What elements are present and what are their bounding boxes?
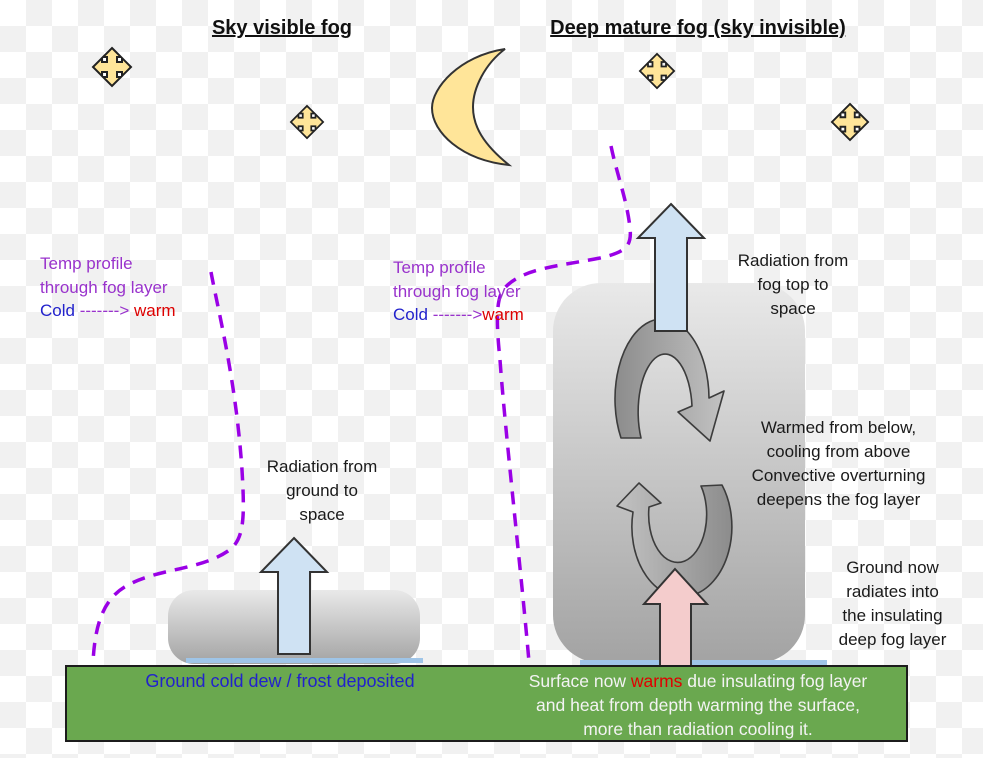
title-deep-mature-fog: Deep mature fog (sky invisible) [550, 17, 846, 39]
label-line: Warmed from below, [760, 418, 917, 437]
temp-profile-right-line2: through fog layer [393, 281, 521, 301]
temp-profile-left-line1: Temp profile [40, 254, 133, 273]
label-line: ground to [286, 481, 358, 500]
temp-profile-text-left: Temp profile through fog layer Cold ----… [40, 252, 250, 323]
surface-caption-line2: and heat from depth warming the surface, [536, 695, 860, 715]
label-line: deepens the fog layer [756, 490, 921, 509]
surface-line1-pre: Surface now [528, 671, 631, 691]
label-line: the insulating [842, 606, 943, 625]
label-line: space [299, 505, 345, 524]
label-line: Radiation from [737, 251, 849, 270]
cold-label-left: Cold [40, 301, 75, 320]
ground-bar [65, 665, 908, 742]
label-line: Ground now [846, 558, 939, 577]
cold-label-right: Cold [393, 305, 428, 324]
convection-arch-up-arrow [616, 482, 733, 598]
crescent-moon-icon [430, 48, 513, 167]
surface-warms-caption: Surface now warms due insulating fog lay… [492, 669, 904, 741]
label-ground-radiates: Ground now radiates into the insulating … [820, 556, 965, 652]
ground-cold-dew-label: Ground cold dew / frost deposited [145, 671, 415, 691]
temp-profile-left-line2: through fog layer [40, 277, 168, 297]
temp-profile-text-right: Temp profile through fog layer Cold ----… [393, 256, 603, 327]
convection-arch-down-arrow [614, 318, 725, 442]
star-icon-4 [830, 102, 870, 142]
warm-label-left: warm [134, 301, 176, 320]
title-sky-visible-fog: Sky visible fog [211, 17, 353, 39]
temp-profile-right-line1: Temp profile [393, 258, 486, 277]
label-line: Radiation from [266, 457, 378, 476]
label-line: space [770, 299, 816, 318]
surface-line1-post: due insulating fog layer [682, 671, 868, 691]
radiation-arrow-fog-top [635, 202, 707, 332]
frost-line-right [580, 660, 827, 665]
label-line: radiates into [846, 582, 939, 601]
warm-label-right: warm [482, 305, 524, 324]
temp-profile-curve-left [91, 271, 246, 663]
frost-line-left [186, 658, 423, 663]
label-convection: Warmed from below, cooling from above Co… [736, 416, 941, 512]
cold-to-warm-arrow-right: -------> [432, 305, 483, 324]
label-line: Convective overturning [751, 466, 926, 485]
star-icon-2 [289, 104, 325, 140]
surface-caption-line1: Surface now warms due insulating fog lay… [492, 669, 904, 693]
cold-to-warm-arrow-left: -------> [79, 301, 130, 320]
label-line: deep fog layer [838, 630, 947, 649]
surface-warms-word: warms [630, 671, 683, 691]
label-radiation-fog-top: Radiation from fog top to space [708, 249, 878, 321]
star-icon-1 [91, 46, 133, 88]
surface-caption-line3: more than radiation cooling it. [583, 719, 813, 739]
star-icon-3 [638, 52, 676, 90]
label-radiation-ground: Radiation from ground to space [237, 455, 407, 527]
temp-profile-left-line3: Cold -------> warm [40, 299, 250, 323]
temp-profile-right-line3: Cold ------->warm [393, 303, 603, 327]
radiation-arrow-ground [258, 536, 330, 655]
label-line: fog top to [757, 275, 829, 294]
label-line: cooling from above [766, 442, 911, 461]
temp-profile-curve-right [495, 145, 633, 663]
